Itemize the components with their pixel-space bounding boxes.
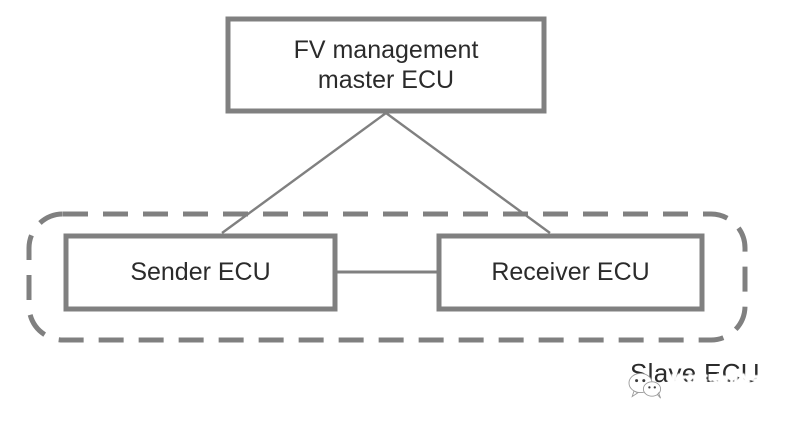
edge-master-to-receiver [385,112,551,234]
sender-ecu-label: Sender ECU [130,258,271,287]
receiver-ecu-box[interactable] [436,233,705,312]
receiver-ecu-label: Receiver ECU [491,258,650,287]
slave-ecu-group-boundary [26,211,748,343]
edge-master-to-sender [221,112,387,234]
master-ecu-label: FV management master ECU [293,35,479,95]
sender-ecu-box[interactable] [63,233,338,312]
slave-ecu-group-label: Slave ECU [630,358,760,388]
master-ecu-box[interactable] [225,16,547,114]
